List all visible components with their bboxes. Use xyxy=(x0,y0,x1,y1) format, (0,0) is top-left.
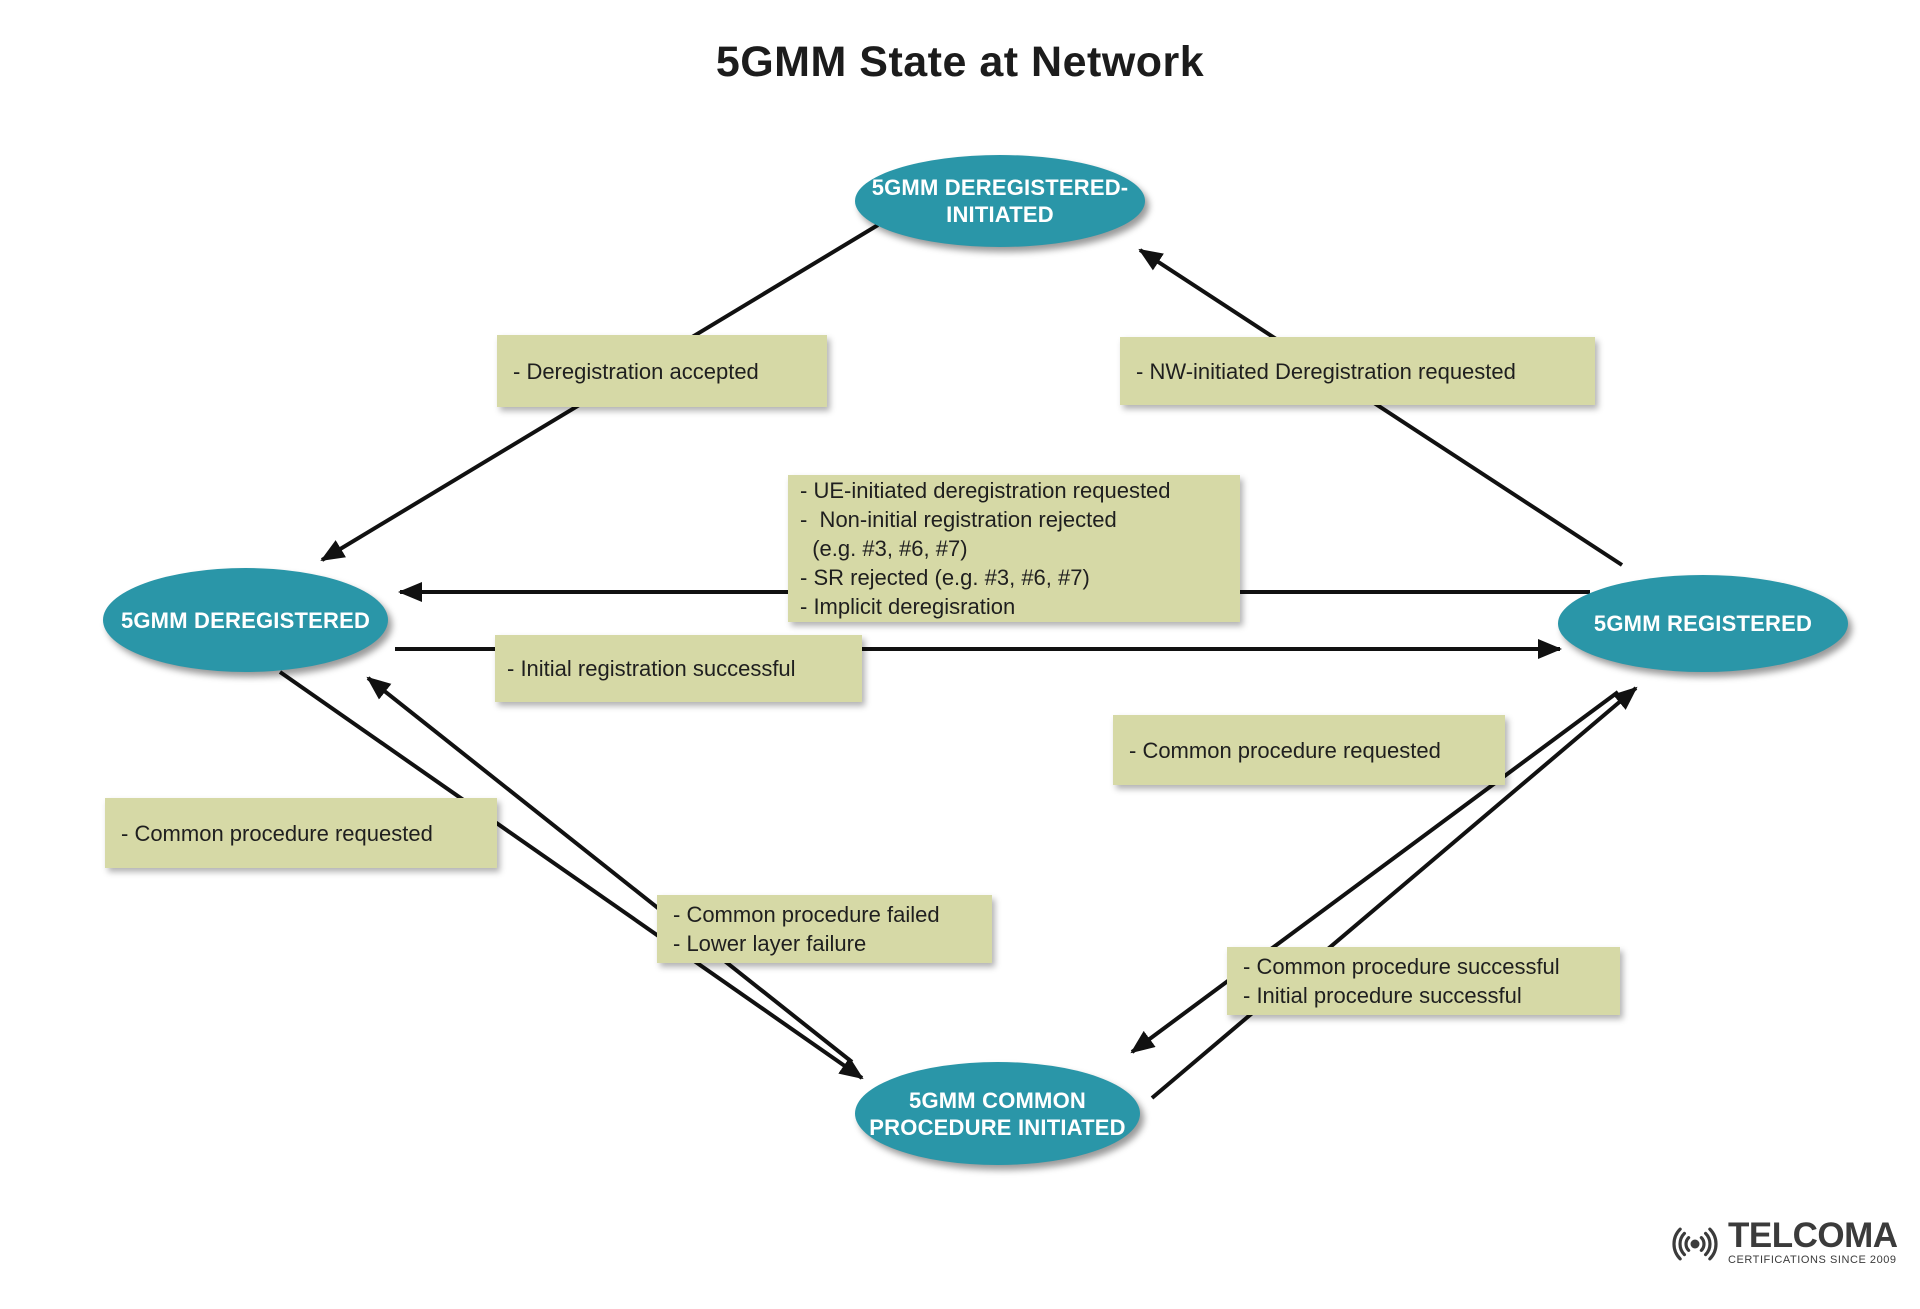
brand-text: TELCOMA CERTIFICATIONS SINCE 2009 xyxy=(1728,1215,1898,1266)
transition-text: - SR rejected (e.g. #3, #6, #7) xyxy=(800,565,1090,590)
transition-text: - NW-initiated Deregistration requested xyxy=(1136,358,1516,384)
state-label-line: 5GMM DEREGISTERED xyxy=(120,607,371,633)
transition-label-deregistration-accepted: - Deregistration accepted xyxy=(497,335,827,407)
transition-label-ue-initiated-group: - UE-initiated deregistration requested … xyxy=(788,475,1240,622)
transition-text: - Implicit deregisration xyxy=(800,594,1016,619)
state-registered: 5GMM REGISTERED xyxy=(1558,575,1848,672)
transition-label-initial-registration-successful: - Initial registration successful xyxy=(495,635,862,702)
state-label-line: 5GMM REGISTERED xyxy=(1593,611,1813,636)
arrow-common-procedure-successful xyxy=(1150,686,1638,1100)
transition-label-common-procedure-successful: - Common procedure successful - Initial … xyxy=(1227,947,1620,1015)
transition-label-nw-initiated-deregistration: - NW-initiated Deregistration requested xyxy=(1120,337,1595,405)
state-label-line: PROCEDURE INITIATED xyxy=(869,1114,1126,1140)
transition-label-common-procedure-requested-right: - Common procedure requested xyxy=(1113,715,1505,785)
arrow-nw-initiated-deregistration xyxy=(1138,248,1624,567)
transition-text: - Deregistration accepted xyxy=(513,358,759,384)
brand-name: TELCOMA xyxy=(1728,1215,1898,1255)
transition-text: - Initial procedure successful xyxy=(1243,983,1522,1008)
transition-text: - UE-initiated deregistration requested xyxy=(800,478,1171,503)
brand-tagline: CERTIFICATIONS SINCE 2009 xyxy=(1728,1253,1897,1266)
transition-text: - Common procedure successful xyxy=(1243,954,1560,979)
brand-logo: TELCOMA CERTIFICATIONS SINCE 2009 xyxy=(1664,1218,1898,1266)
state-label-line: INITIATED xyxy=(946,202,1054,227)
state-label-line: 5GMM COMMON xyxy=(909,1087,1086,1113)
transition-text: (e.g. #3, #6, #7) xyxy=(800,536,968,561)
transition-text: - Initial registration successful xyxy=(507,656,796,681)
transition-text: - Non-initial registration rejected xyxy=(800,507,1117,532)
state-label-line: 5GMM DEREGISTERED- xyxy=(871,175,1129,200)
state-common-procedure-initiated: 5GMM COMMON PROCEDURE INITIATED xyxy=(855,1062,1140,1165)
transition-label-common-procedure-failed: - Common procedure failed - Lower layer … xyxy=(657,895,992,963)
transition-text: - Common procedure failed xyxy=(673,902,940,927)
page-title: 5GMM State at Network xyxy=(715,38,1205,86)
transition-label-common-procedure-requested-left: - Common procedure requested xyxy=(105,798,497,868)
state-deregistered-initiated: 5GMM DEREGISTERED- INITIATED xyxy=(855,155,1145,247)
arrow-common-procedure-requested-right xyxy=(1130,690,1620,1054)
arrow-common-procedure-requested-left xyxy=(278,670,864,1080)
transition-text: - Common procedure requested xyxy=(121,820,433,846)
state-deregistered: 5GMM DEREGISTERED xyxy=(103,568,388,672)
radio-waves-icon xyxy=(1672,1227,1718,1261)
transition-text: - Common procedure requested xyxy=(1129,737,1441,763)
arrow-common-procedure-failed xyxy=(366,676,854,1064)
transition-text: - Lower layer failure xyxy=(673,931,867,956)
